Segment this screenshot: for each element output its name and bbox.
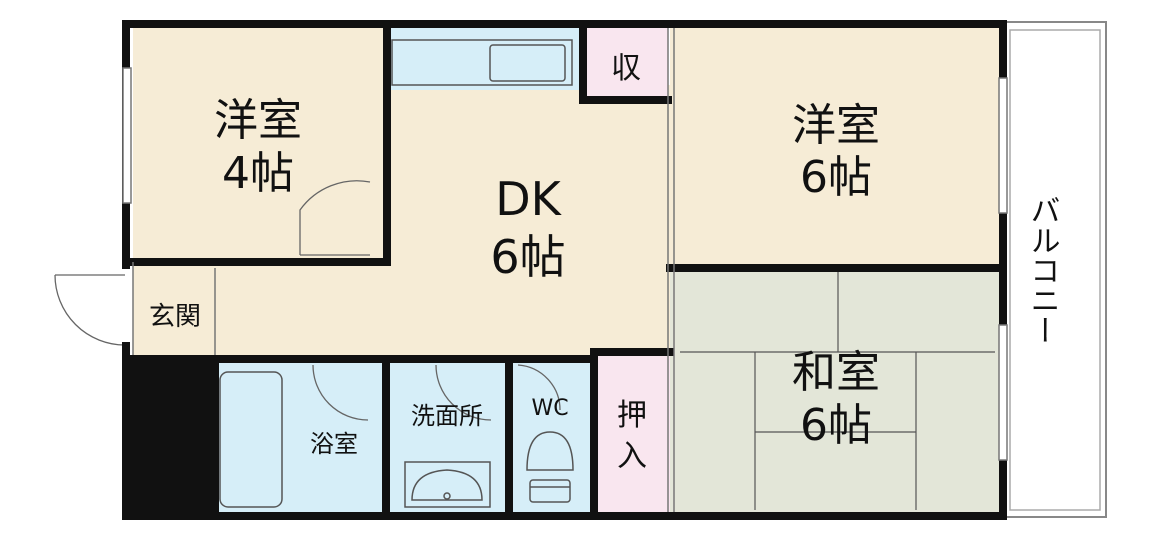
- label-entrance: 玄関: [149, 302, 201, 332]
- balcony: [1002, 21, 1107, 518]
- kitchen-counter-area: [383, 28, 583, 90]
- windows: [122, 67, 1008, 461]
- label-western-large-name: 洋室: [792, 100, 880, 151]
- room-dk: [383, 85, 670, 355]
- toilet-fixture: [526, 431, 574, 503]
- closet-area: [594, 355, 670, 512]
- label-bath: 浴室: [310, 430, 358, 458]
- room-japanese: [670, 270, 1000, 512]
- bathtub: [219, 371, 283, 508]
- bath-area: [215, 362, 385, 512]
- label-dk-name: DK: [495, 172, 562, 226]
- tatami-lines: [680, 272, 995, 510]
- label-washroom: 洗面所: [411, 402, 483, 430]
- kitchen-sink: [391, 39, 573, 86]
- label-japanese-name: 和室: [792, 347, 880, 398]
- label-balcony: バルコニー: [1025, 195, 1060, 345]
- toilet-area: [512, 362, 590, 512]
- partitions: [132, 28, 675, 512]
- label-western-large-size: 6帖: [800, 152, 872, 203]
- washroom-area: [388, 362, 506, 512]
- label-closet-line2: 入: [617, 439, 647, 474]
- label-western-small-name: 洋室: [214, 95, 302, 146]
- storage-area: [583, 28, 668, 100]
- door-swings: [54, 180, 561, 421]
- label-japanese-size: 6帖: [800, 400, 872, 451]
- pipe-shaft: [126, 355, 215, 516]
- room-western-small: [133, 28, 383, 262]
- label-toilet: WC: [531, 396, 568, 421]
- label-closet-line1: 押: [617, 398, 647, 433]
- label-western-small-size: 4帖: [222, 148, 294, 199]
- label-dk-size: 6帖: [490, 230, 565, 284]
- room-entrance-hall: [133, 262, 383, 355]
- label-storage: 収: [611, 51, 641, 86]
- room-western-large: [670, 28, 1000, 268]
- wash-basin: [404, 461, 491, 508]
